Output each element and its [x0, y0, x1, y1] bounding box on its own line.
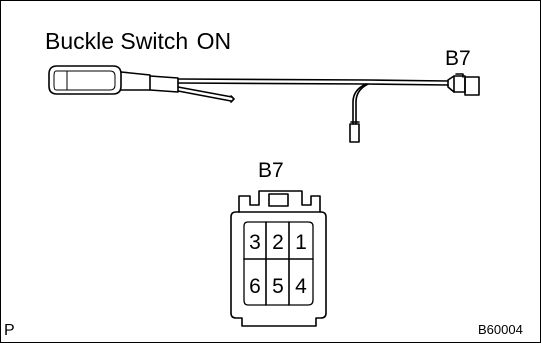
connector-face-label: B7 [258, 159, 284, 182]
switch-state-label: ON [196, 28, 232, 54]
diagram-title: Buckle Switch ON [45, 30, 231, 53]
pin-5: 5 [272, 275, 284, 298]
pigtail-connector-icon [349, 123, 360, 143]
pin-4: 4 [295, 275, 307, 298]
b7-harness-connector-icon [447, 73, 480, 96]
b7-connector-face-icon [230, 190, 327, 327]
corner-mark: P [4, 322, 15, 339]
buckle-switch-label: Buckle Switch [45, 28, 189, 54]
harness-wire [177, 78, 449, 125]
pin-6: 6 [249, 275, 261, 298]
pin-3: 3 [249, 231, 261, 254]
harness-connector-label: B7 [445, 47, 471, 70]
figure-code: B60004 [478, 322, 523, 337]
buckle-switch-icon [48, 65, 235, 103]
pin-1: 1 [295, 231, 307, 254]
pin-2: 2 [272, 231, 284, 254]
